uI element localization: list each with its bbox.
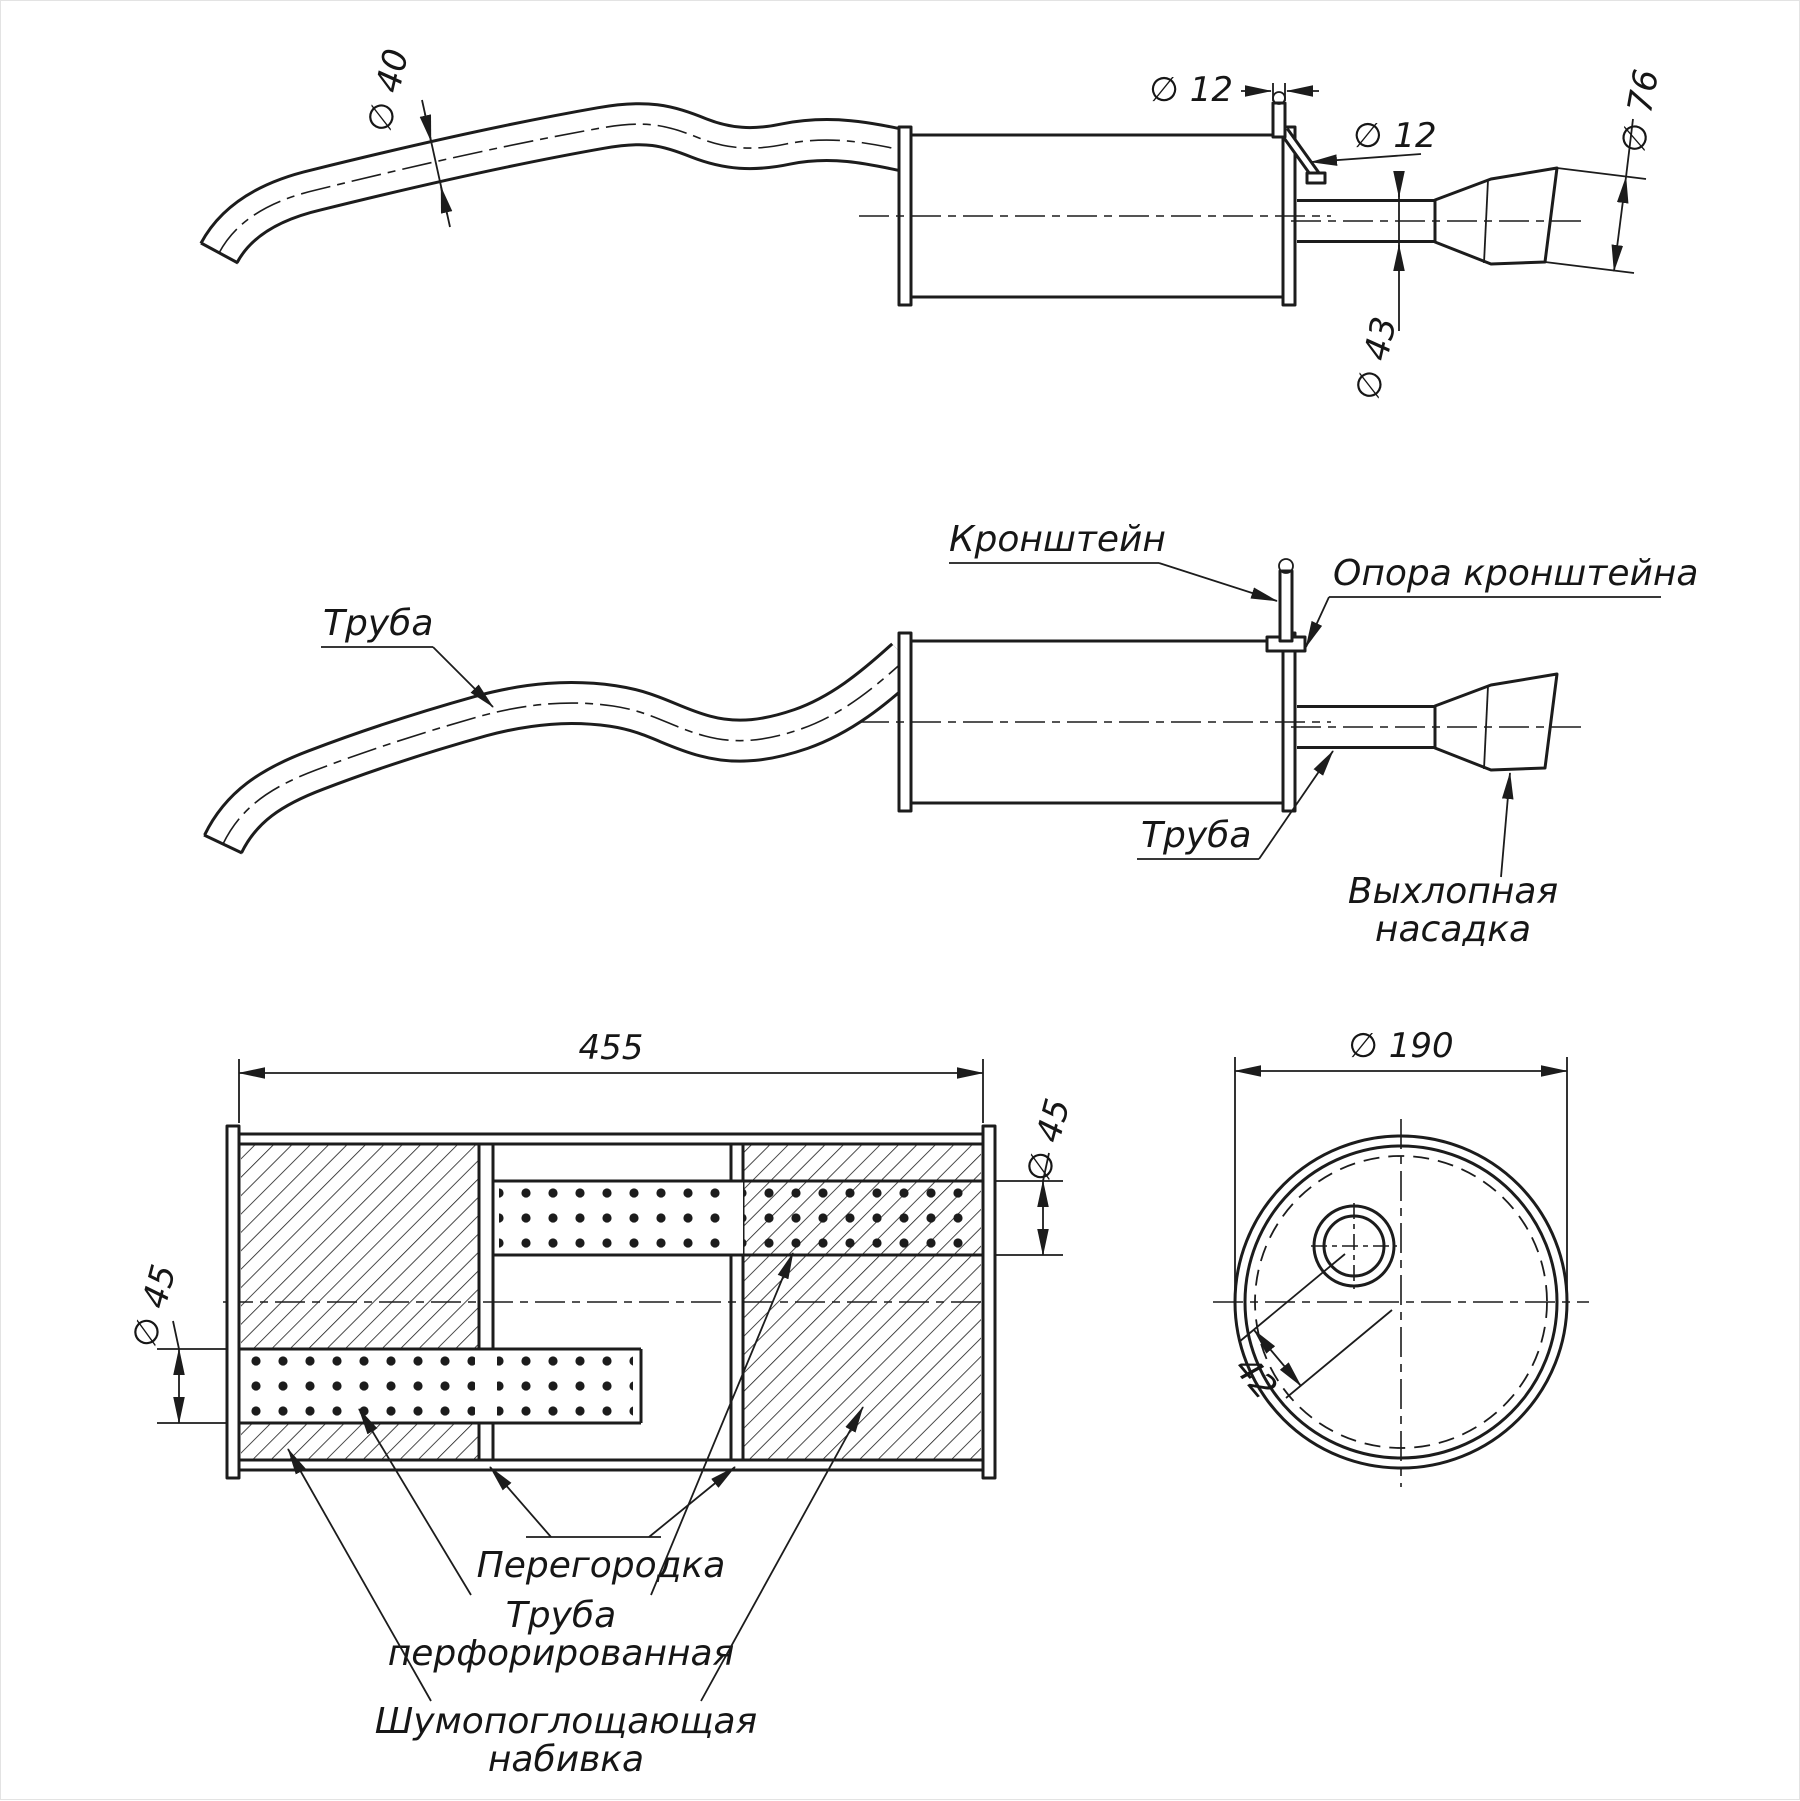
label-perforated-pipe: Труба перфорированная bbox=[358, 1252, 794, 1674]
pipe-right-label: Труба bbox=[1141, 815, 1251, 856]
shell-diameter-value: ∅ 190 bbox=[1348, 1026, 1453, 1066]
end-view bbox=[1213, 1119, 1589, 1487]
exhaust-tip-2 bbox=[1433, 672, 1559, 772]
perforated-pipe-upper bbox=[491, 1179, 983, 1257]
bracket-label: Кронштейн bbox=[949, 519, 1166, 560]
bracket-pin-diameter-value: ∅ 12 bbox=[1149, 70, 1233, 110]
dim-length: 455 bbox=[238, 1028, 984, 1123]
sound-padding-label-line2: набивка bbox=[488, 1739, 644, 1780]
bracket-2 bbox=[1265, 558, 1307, 653]
dim-bracket-pin-diameter: ∅ 12 bbox=[1149, 70, 1319, 110]
section-view bbox=[223, 1124, 1001, 1480]
inlet-pipe-diameter-value: ∅ 40 bbox=[359, 45, 417, 136]
dim-shell-diameter: ∅ 190 bbox=[1234, 1026, 1568, 1291]
baffle-label: Перегородка bbox=[477, 1545, 726, 1586]
dim-upper-pipe-diameter: ∅ 45 bbox=[995, 1095, 1079, 1256]
tip-diameter-value: ∅ 76 bbox=[1613, 66, 1667, 155]
dim-tip-diameter: ∅ 76 bbox=[1544, 66, 1667, 274]
label-sound-padding: Шумопоглощающая набивка bbox=[287, 1406, 864, 1780]
perforated-pipe-label-line2: перфорированная bbox=[388, 1633, 735, 1674]
label-pipe-left: Труба bbox=[321, 603, 494, 708]
dim-inlet-pipe-diameter: ∅ 40 bbox=[359, 45, 453, 228]
perforated-pipe-label-line1: Труба bbox=[506, 1595, 616, 1636]
exhaust-tip-label-line1: Выхлопная bbox=[1348, 871, 1558, 912]
dim-lower-pipe-diameter: ∅ 45 bbox=[124, 1261, 227, 1424]
label-bracket: Кронштейн bbox=[949, 519, 1278, 602]
dim-bracket-rod-diameter: ∅ 12 bbox=[1310, 116, 1437, 166]
side-view-labeled: Кронштейн Опора кронштейна Труба Труба В… bbox=[203, 519, 1698, 950]
lower-pipe-diameter-value: ∅ 45 bbox=[124, 1261, 184, 1352]
outlet-pipe-diameter-value: ∅ 43 bbox=[1347, 313, 1405, 404]
perforated-pipe-lower bbox=[239, 1347, 643, 1425]
exhaust-tip bbox=[1433, 166, 1559, 266]
sound-padding-label-line1: Шумопоглощающая bbox=[375, 1701, 757, 1742]
side-view-top bbox=[199, 91, 1587, 307]
label-pipe-right: Труба bbox=[1137, 750, 1334, 860]
label-baffle: Перегородка bbox=[477, 1466, 736, 1586]
label-bracket-support: Опора кронштейна bbox=[1305, 553, 1698, 648]
muffler-section-shell bbox=[237, 1132, 985, 1472]
bracket-support-label: Опора кронштейна bbox=[1333, 553, 1698, 594]
exhaust-tip-label-line2: насадка bbox=[1375, 909, 1531, 950]
bracket-rod-diameter-value: ∅ 12 bbox=[1353, 116, 1437, 156]
length-value: 455 bbox=[579, 1028, 644, 1068]
pipe-left-label: Труба bbox=[323, 603, 433, 644]
label-exhaust-tip: Выхлопная насадка bbox=[1348, 772, 1558, 950]
upper-pipe-diameter-value: ∅ 45 bbox=[1018, 1095, 1078, 1186]
